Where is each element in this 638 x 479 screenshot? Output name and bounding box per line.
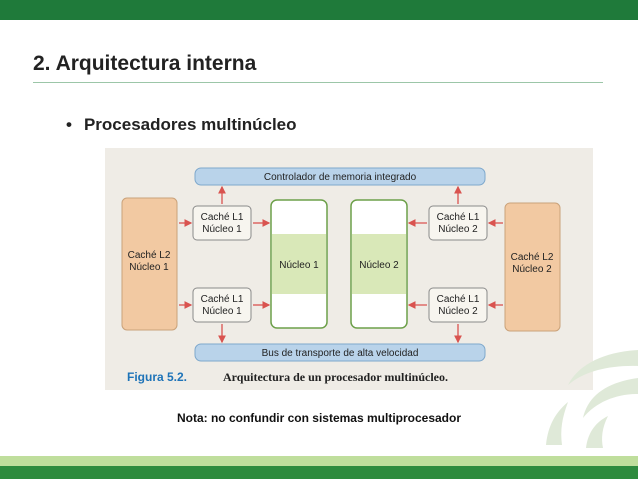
- bottom-bus: [194, 343, 486, 362]
- l1-rt-line2: Núcleo 2: [438, 224, 478, 235]
- l1-cache-core1-bottom: [192, 287, 252, 323]
- top-bus: [194, 167, 486, 186]
- l1-lt-line1: Caché L1: [201, 212, 244, 223]
- slide-title: 2. Arquitectura interna: [33, 52, 257, 75]
- l1-cache-core2-top: [428, 205, 488, 241]
- top-bus-label: Controlador de memoria integrado: [264, 172, 417, 183]
- footer-band-dark: [0, 466, 638, 479]
- l1-rb-line1: Caché L1: [437, 294, 480, 305]
- l1-lt-line2: Núcleo 1: [202, 224, 242, 235]
- note-text: Nota: no confundir con sistemas multipro…: [176, 411, 462, 425]
- l2-cache-core1: [121, 197, 178, 331]
- figure-caption-label: Figura 5.2.: [127, 370, 187, 384]
- architecture-diagram: Controlador de memoria integrado Bus de …: [121, 167, 561, 384]
- core2-fill: [352, 234, 406, 294]
- header-bar: [0, 0, 638, 20]
- l1-lb-line2: Núcleo 1: [202, 306, 242, 317]
- core1-label: Núcleo 1: [279, 260, 319, 271]
- title-divider: [33, 82, 603, 83]
- l2-right-line1: Caché L2: [511, 252, 554, 263]
- figure-caption-text: Arquitectura de un procesador multinúcle…: [223, 370, 448, 384]
- core1-fill: [272, 234, 326, 294]
- bottom-bus-label: Bus de transporte de alta velocidad: [262, 348, 419, 359]
- l1-cache-core1-top: [192, 205, 252, 241]
- l1-lb-line1: Caché L1: [201, 294, 244, 305]
- connection-arrows: [179, 185, 503, 344]
- l1-rb-line2: Núcleo 2: [438, 306, 478, 317]
- bullet-item: • Procesadores multinúcleo: [66, 115, 297, 135]
- l1-rt-line1: Caché L1: [437, 212, 480, 223]
- core2-label: Núcleo 2: [359, 260, 399, 271]
- l2-left-line1: Caché L2: [128, 250, 171, 261]
- footer-band-light: [0, 456, 638, 466]
- l2-left-line2: Núcleo 1: [129, 262, 169, 273]
- decorative-swoosh: [546, 350, 638, 448]
- architecture-figure: Controlador de memoria integrado Bus de …: [105, 148, 593, 390]
- l1-cache-core2-bottom: [428, 287, 488, 323]
- bullet-icon: •: [66, 115, 72, 134]
- l2-right-line2: Núcleo 2: [512, 264, 552, 275]
- bullet-text: Procesadores multinúcleo: [83, 115, 297, 134]
- l2-cache-core2: [504, 202, 561, 332]
